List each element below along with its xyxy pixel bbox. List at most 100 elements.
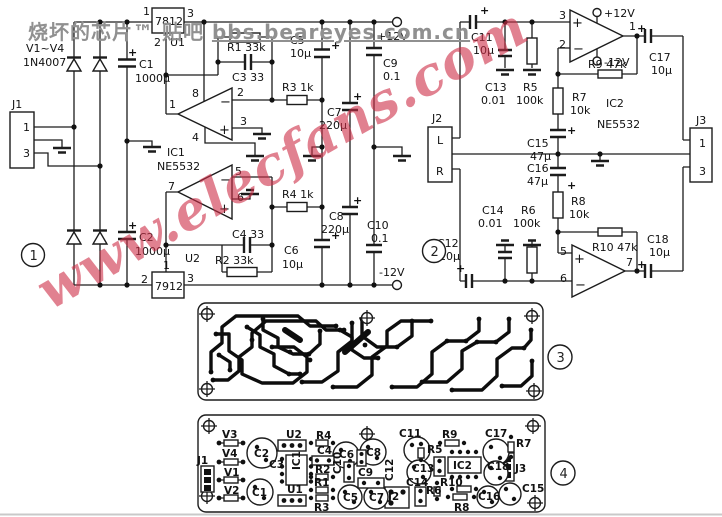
- svg-text:4: 4: [560, 467, 568, 482]
- label-7: 7: [626, 256, 633, 269]
- svg-text:1: 1: [30, 249, 38, 264]
- label-: +: [574, 252, 585, 267]
- label-: +: [219, 202, 230, 217]
- label-10: 10µ: [651, 64, 672, 77]
- label-r6: R6: [521, 204, 536, 217]
- label-r9: R9: [442, 429, 457, 441]
- label-c433: C4 33: [232, 228, 264, 241]
- label-8: 8: [192, 87, 199, 100]
- label-: +: [567, 124, 576, 137]
- label-3: 3: [23, 147, 30, 160]
- layout-diodes: [216, 439, 246, 502]
- label-3: 3: [187, 7, 194, 20]
- label-c8: C8: [366, 447, 381, 459]
- label-: +: [637, 258, 646, 271]
- label-10: 10µ: [282, 258, 303, 271]
- label-r6: R6: [426, 485, 441, 497]
- label-c17: C17: [649, 51, 671, 64]
- label-4: 4: [192, 131, 199, 144]
- label-ic1: IC1: [167, 146, 185, 159]
- label-j1: J1: [11, 98, 22, 111]
- label-v1v4: V1~V4: [26, 42, 64, 55]
- resistor-r2: [226, 266, 258, 278]
- label-6: 6: [560, 272, 567, 285]
- label-c17: C17: [485, 428, 507, 440]
- opamp-ic2b: [571, 243, 627, 299]
- opamp-ic1a: [176, 86, 233, 142]
- label-1: 1: [163, 259, 170, 272]
- label-01: 0.1: [383, 70, 401, 83]
- svg-text:3: 3: [557, 351, 565, 366]
- layout-small-parts: [308, 434, 515, 507]
- label-47: 47µ: [527, 175, 548, 188]
- mounting-holes-4: [199, 418, 543, 511]
- diode-v3: [91, 56, 109, 72]
- label-10: 10µ: [473, 44, 494, 57]
- label-12v: -12V: [604, 56, 630, 69]
- label-c5: C5: [290, 34, 305, 47]
- label-2: 2: [141, 273, 148, 286]
- label-u1: U1: [170, 36, 185, 49]
- label-u2: U2: [286, 429, 302, 441]
- label-c18: C18: [487, 461, 509, 473]
- label-3: 3: [699, 165, 706, 178]
- label-47: 47µ: [530, 150, 551, 163]
- connector-j1: [9, 111, 35, 169]
- label-c2: C2: [254, 448, 269, 460]
- layout-labels: J1V3V4V1V2C2C1C3U2U1IC1R4C4R2R1R3C10C6C5…: [196, 428, 544, 514]
- resistor-r1: [229, 32, 261, 43]
- label-c3: C3: [269, 459, 284, 471]
- label-3: 3: [187, 272, 194, 285]
- label-c1: C1: [139, 58, 154, 71]
- label-1: 1: [699, 137, 706, 150]
- label-12v: +12V: [604, 7, 635, 20]
- label-c16: C16: [478, 491, 500, 503]
- label-r10: R10: [440, 477, 463, 489]
- label-6: 6: [237, 191, 244, 204]
- label-c4: C4: [317, 445, 332, 457]
- label-c9: C9: [358, 467, 373, 479]
- resistor-r4: [286, 201, 308, 213]
- label-12v: +12V: [377, 30, 408, 43]
- resistor-r5: [526, 37, 538, 65]
- label-1: 1: [143, 5, 150, 18]
- label-: +: [219, 123, 230, 138]
- label-10k: 10k: [569, 208, 590, 221]
- terminal-plus12v: [391, 16, 403, 28]
- label-r: R: [436, 165, 444, 178]
- label-10: 10µ: [649, 246, 670, 259]
- label-: +: [331, 229, 340, 242]
- badge-4: 4: [550, 460, 576, 486]
- label-ne5532: NE5532: [157, 160, 200, 173]
- label-1: 1: [629, 20, 636, 33]
- label-: −: [220, 95, 231, 110]
- label-c11: C11: [399, 428, 421, 440]
- resistor-r6: [526, 246, 538, 274]
- label-1: 1: [23, 121, 30, 134]
- label-100k: 100k: [513, 217, 541, 230]
- label-c15: C15: [527, 137, 549, 150]
- forum-watermark-text: 烧坏的芯片™ 贴吧: [28, 20, 212, 44]
- pcb-component-layout: J1V3V4V1V2C2C1C3U2U1IC1R4C4R2R1R3C10C6C5…: [196, 414, 576, 514]
- layout-j1: [200, 465, 215, 493]
- label-v4: V4: [222, 448, 237, 460]
- label-r233k: R2 33k: [215, 254, 254, 267]
- terminal-ic2-plus12v: [592, 7, 602, 18]
- svg-text:2: 2: [431, 245, 439, 260]
- label-r3: R3: [314, 502, 329, 514]
- badge-1: 1: [20, 242, 46, 268]
- label-ic2: IC2: [453, 460, 472, 472]
- terminal-minus12v: [391, 279, 403, 291]
- opamp-ic1b: [176, 163, 233, 221]
- label-001: 0.01: [481, 94, 506, 107]
- label-c10: C10: [332, 452, 344, 474]
- label-c14: C14: [482, 204, 504, 217]
- label-c18: C18: [647, 233, 669, 246]
- label-c1: C1: [252, 487, 267, 499]
- label-c10: C10: [367, 219, 389, 232]
- label-v3: V3: [222, 429, 237, 441]
